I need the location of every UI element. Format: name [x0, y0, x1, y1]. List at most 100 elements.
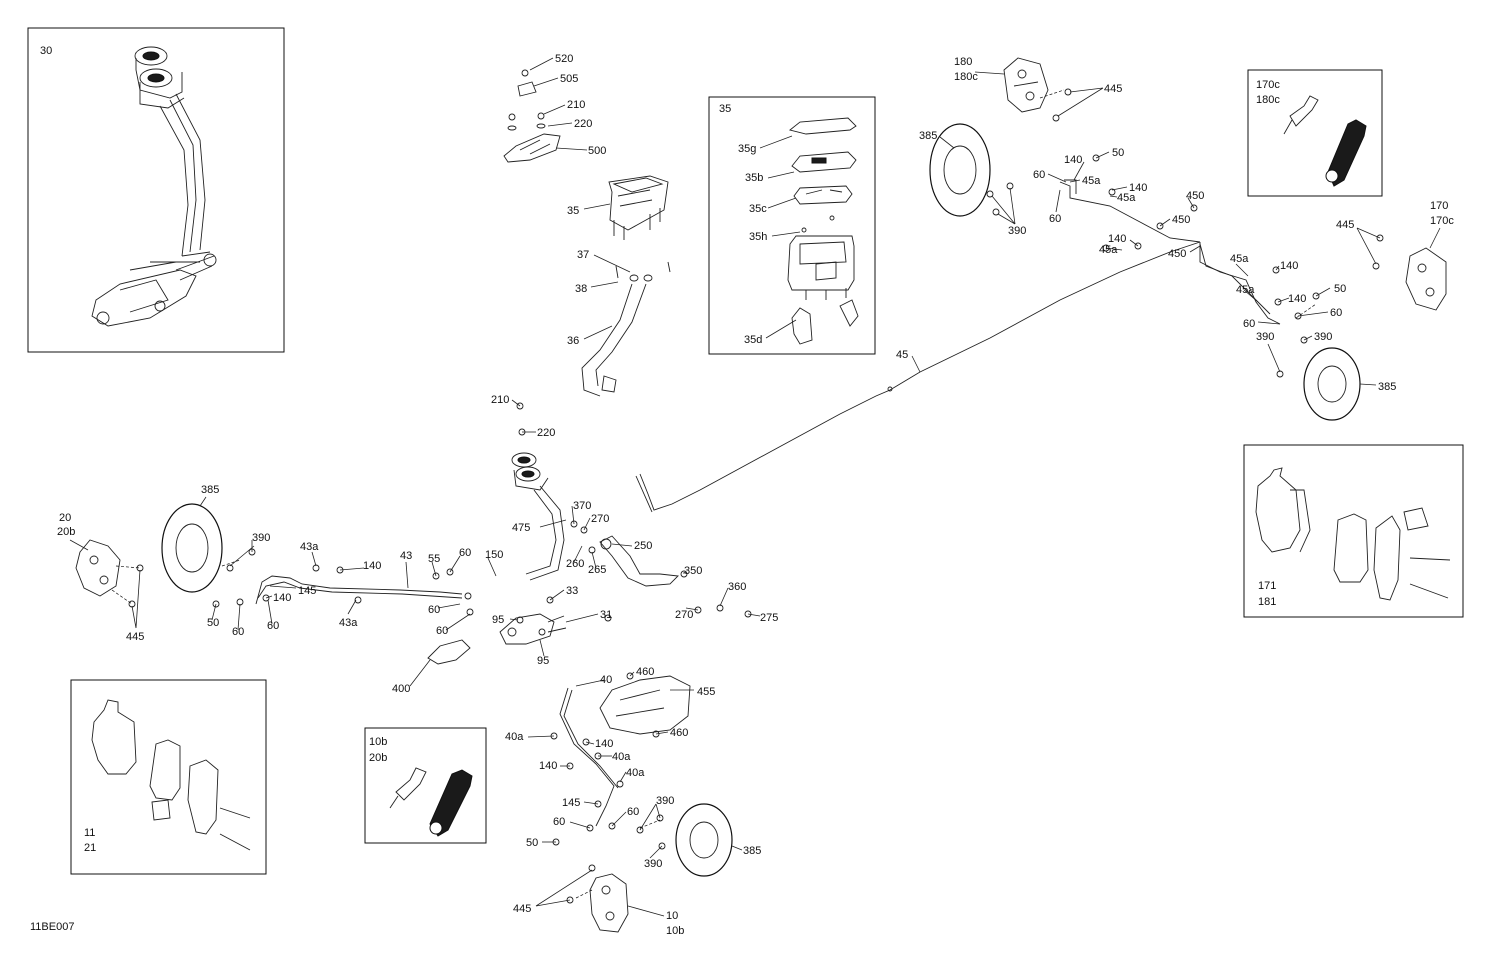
callout-400: 400: [392, 683, 410, 695]
callout-31: 31: [600, 609, 612, 621]
inset-box-bleeder-front: [364, 727, 487, 844]
callout-360: 360: [728, 581, 746, 593]
pedal-250: [599, 535, 679, 587]
callout-475: 475: [512, 522, 530, 534]
callout-35c: 35c: [749, 203, 767, 215]
callout-140: 140: [1288, 293, 1306, 305]
inset-box-caliper-pads: [708, 96, 876, 355]
callout-60: 60: [1033, 169, 1045, 181]
callout-140: 140: [1129, 182, 1147, 194]
callout-390: 390: [644, 858, 662, 870]
callout-140: 140: [273, 592, 291, 604]
shield-455: [599, 675, 691, 735]
callout-60: 60: [1330, 307, 1342, 319]
callout-45a: 45a: [1230, 253, 1249, 265]
brake-line-40: [559, 687, 619, 827]
callout-180c-box: 180c: [1256, 94, 1280, 106]
callout-150: 150: [485, 549, 503, 561]
bleeder-screw-front: [389, 767, 427, 809]
callout-50: 50: [526, 837, 538, 849]
callout-140: 140: [595, 738, 613, 750]
callout-390: 390: [1256, 331, 1274, 343]
callout-170c: 170c: [1430, 215, 1454, 227]
master-cylinder-31: [499, 613, 567, 645]
pad-set-front: [91, 699, 251, 851]
callout-180: 180: [954, 56, 972, 68]
callout-210: 210: [567, 99, 585, 111]
callout-35-box: 35: [719, 103, 731, 115]
callout-390: 390: [252, 532, 270, 544]
callout-labels: 30 520 505 210 220 500 35 37 38 36 35 35…: [30, 45, 1454, 937]
callout-145: 145: [298, 585, 316, 597]
callout-50: 50: [1112, 147, 1124, 159]
callout-445: 445: [1336, 219, 1354, 231]
callout-460: 460: [636, 666, 654, 678]
callout-45a: 45a: [1082, 175, 1101, 187]
callout-140: 140: [1064, 154, 1082, 166]
callout-43: 43: [400, 550, 412, 562]
callout-450: 450: [1172, 214, 1190, 226]
callout-60: 60: [436, 625, 448, 637]
callout-445: 445: [513, 903, 531, 915]
callout-45a: 45a: [1099, 244, 1118, 256]
callout-45a: 45a: [1117, 192, 1136, 204]
callout-270: 270: [591, 513, 609, 525]
callout-390: 390: [1008, 225, 1026, 237]
callout-40a: 40a: [626, 767, 645, 779]
callout-220: 220: [574, 118, 592, 130]
callout-450: 450: [1168, 248, 1186, 260]
callout-210: 210: [491, 394, 509, 406]
callout-385: 385: [743, 845, 761, 857]
callout-35: 35: [567, 205, 579, 217]
callout-275: 275: [760, 612, 778, 624]
callout-60: 60: [1049, 213, 1061, 225]
callout-60: 60: [428, 604, 440, 616]
callout-450: 450: [1186, 190, 1204, 202]
rotor-front-left: [161, 503, 223, 593]
callout-455: 455: [697, 686, 715, 698]
callout-60: 60: [232, 626, 244, 638]
callout-36: 36: [567, 335, 579, 347]
callout-181: 181: [1258, 596, 1276, 608]
callout-40a: 40a: [612, 751, 631, 763]
callout-37: 37: [577, 249, 589, 261]
callout-10b: 10b: [666, 925, 684, 937]
callout-21: 21: [84, 842, 96, 854]
callout-50: 50: [207, 617, 219, 629]
callout-45: 45: [896, 349, 908, 361]
callout-270: 270: [675, 609, 693, 621]
callout-385: 385: [201, 484, 219, 496]
callout-260: 260: [566, 558, 584, 570]
brake-line-43: [255, 575, 463, 605]
callout-55: 55: [428, 553, 440, 565]
callout-171: 171: [1258, 580, 1276, 592]
callout-10b: 10b: [369, 736, 387, 748]
callout-35b: 35b: [745, 172, 763, 184]
callout-140: 140: [1108, 233, 1126, 245]
leader-lines: [69, 57, 1441, 917]
rotor-rear-left: [929, 123, 991, 217]
callout-445: 445: [1104, 83, 1122, 95]
callout-20b: 20b: [57, 526, 75, 538]
callout-10: 10: [666, 910, 678, 922]
callout-40a: 40a: [505, 731, 524, 743]
callout-11: 11: [84, 827, 95, 839]
callout-50: 50: [1334, 283, 1346, 295]
callout-40: 40: [600, 674, 612, 686]
callout-170c-box: 170c: [1256, 79, 1280, 91]
bleeder-cap-rear: [1325, 119, 1367, 187]
callout-95: 95: [492, 614, 504, 626]
callout-370: 370: [573, 500, 591, 512]
front-caliper-10: [589, 873, 629, 933]
brake-lines-36: [581, 261, 671, 397]
inset-box-master-cylinder: [27, 27, 285, 353]
callout-20b: 20b: [369, 752, 387, 764]
callout-140: 140: [539, 760, 557, 772]
callout-170: 170: [1430, 200, 1448, 212]
callout-30: 30: [40, 45, 52, 57]
brake-line-45: [635, 241, 1201, 513]
master-cylinder-assembly: [91, 46, 217, 327]
callout-60: 60: [459, 547, 471, 559]
